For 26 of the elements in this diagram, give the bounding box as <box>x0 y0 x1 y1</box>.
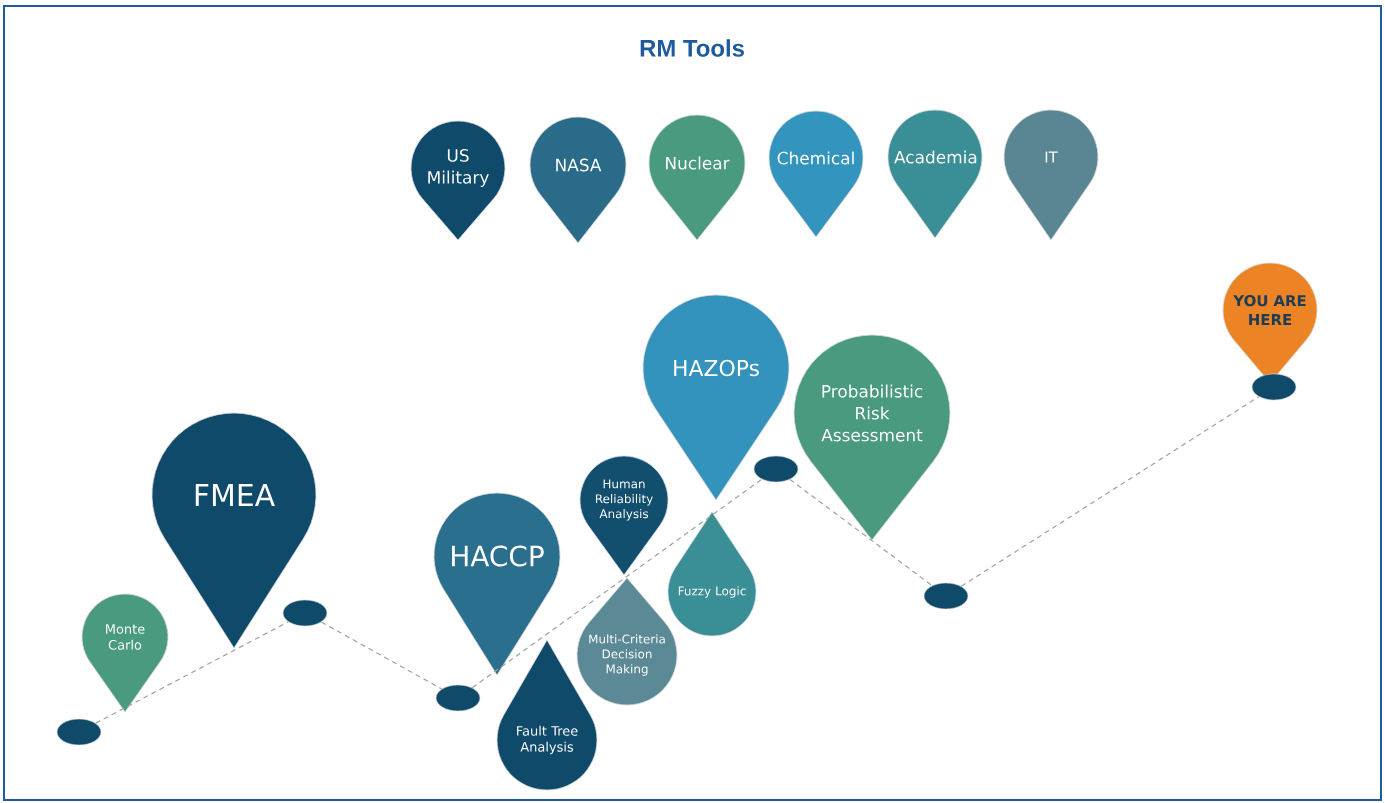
path-marker <box>1251 373 1297 401</box>
map-pin: IT <box>1003 109 1099 241</box>
map-pin: HACCP <box>433 492 561 676</box>
dashed-path <box>789 478 933 587</box>
dashed-path <box>95 621 289 724</box>
map-pin: Fuzzy Logic <box>667 511 757 637</box>
dashed-path <box>960 396 1260 587</box>
path-marker <box>56 718 102 746</box>
map-pin: Academia <box>887 109 983 239</box>
dashed-path <box>320 621 443 690</box>
map-pin: Probabilistic Risk Assessment <box>793 334 951 541</box>
map-pin: Chemical <box>768 110 864 238</box>
map-pin: Monte Carlo <box>81 593 169 713</box>
map-pin: Multi-Criteria Decision Making <box>576 577 678 706</box>
path-marker <box>923 582 969 610</box>
map-pin: FMEA <box>151 412 317 649</box>
map-pin: YOU ARE HERE <box>1222 262 1318 384</box>
title: RM Tools <box>640 39 744 57</box>
map-pin: US Military <box>410 120 506 241</box>
map-pin: Nuclear <box>648 114 746 241</box>
path-marker <box>282 599 328 627</box>
dashed-path <box>471 478 763 689</box>
path-marker <box>753 455 799 483</box>
map-pin: Human Reliability Analysis <box>579 455 669 576</box>
path-marker <box>435 684 481 712</box>
map-pin: NASA <box>529 116 627 244</box>
